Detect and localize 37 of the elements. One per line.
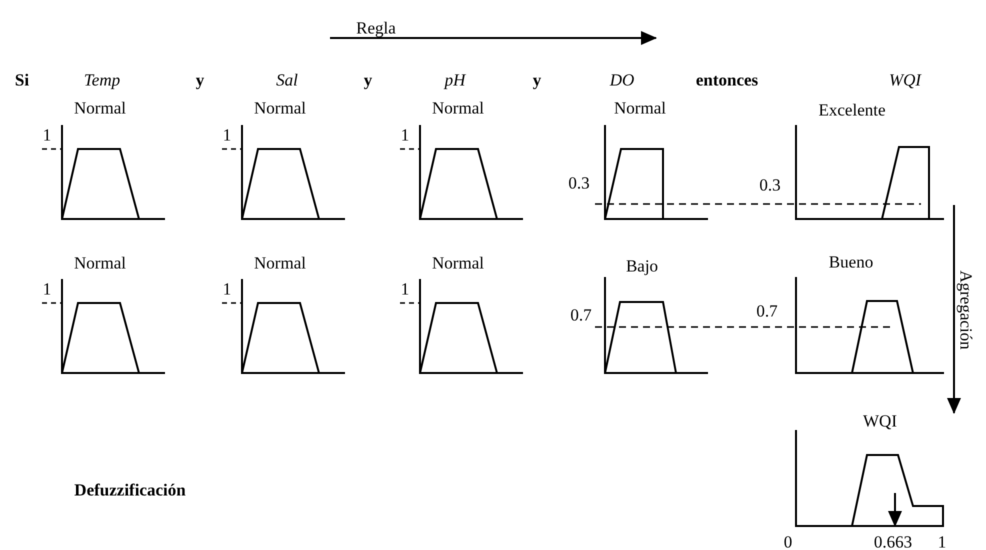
- keyword: entonces: [696, 72, 758, 88]
- set-label: Normal: [432, 254, 484, 272]
- variable-name: Sal: [276, 72, 298, 88]
- axis-tick-label: 1: [938, 534, 946, 550]
- keyword: y: [532, 72, 542, 88]
- axis-tick-label: 0.7: [756, 302, 778, 320]
- set-label: Normal: [254, 100, 306, 116]
- set-label: Bajo: [626, 258, 658, 274]
- axis-tick-label: 1: [400, 280, 410, 298]
- variable-name: pH: [444, 72, 466, 88]
- step-label: Agregación: [958, 270, 974, 350]
- set-label: Bueno: [828, 254, 874, 270]
- axis-tick-label: 0.7: [570, 306, 592, 324]
- axis-tick-label: 0.3: [568, 174, 590, 192]
- axis-tick-label: 0.3: [759, 176, 781, 194]
- variable-name: WQI: [888, 72, 922, 88]
- set-label: WQI: [863, 412, 897, 430]
- set-label: Normal: [432, 100, 484, 116]
- keyword: y: [196, 72, 204, 88]
- set-label: Normal: [74, 100, 126, 116]
- set-label: Normal: [254, 254, 306, 272]
- axis-tick-label: 1: [42, 280, 52, 298]
- rule-label: Regla: [356, 20, 396, 36]
- axis-tick-label: 1: [400, 126, 410, 144]
- step-label: Defuzzificación: [74, 482, 186, 498]
- axis-tick-label: 0: [784, 534, 792, 550]
- set-label: Excelente: [818, 102, 886, 118]
- keyword: Si: [14, 72, 30, 88]
- set-label: Normal: [614, 100, 666, 116]
- variable-name: DO: [610, 72, 634, 88]
- axis-tick-label: 1: [222, 280, 232, 298]
- axis-tick-label: 1: [42, 126, 52, 144]
- keyword: y: [364, 72, 372, 88]
- axis-tick-label: 0.663: [874, 534, 912, 550]
- axis-tick-label: 1: [222, 126, 232, 144]
- variable-name: Temp: [84, 72, 120, 88]
- set-label: Normal: [74, 254, 126, 272]
